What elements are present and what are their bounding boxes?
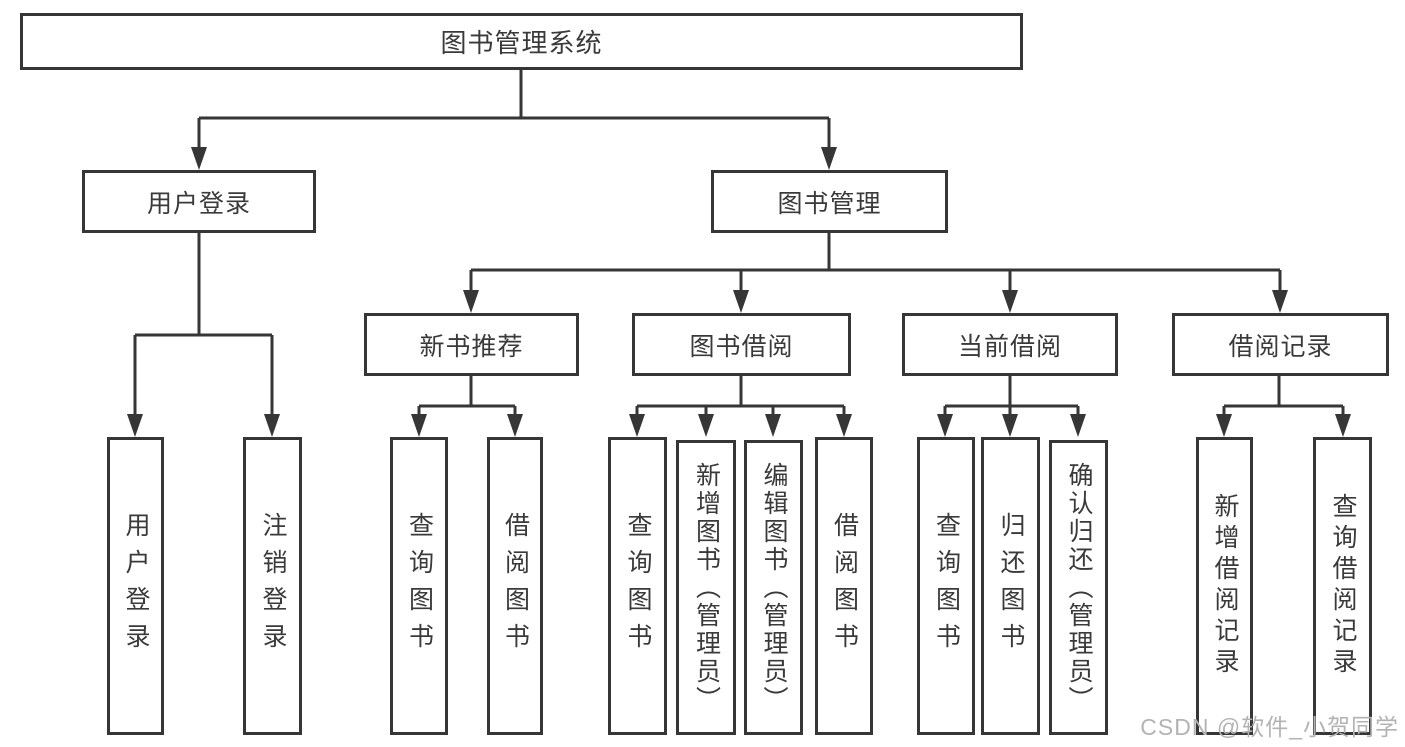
arrowheads	[127, 147, 1351, 437]
leaf-query-books-recommend: 查询图书	[390, 437, 448, 735]
leaf-query-books-borrowing: 查询图书	[608, 437, 667, 735]
leaf-confirm-return-admin: 确认归还（管理员）	[1049, 440, 1108, 735]
node-current-borrowing: 当前借阅	[902, 313, 1118, 376]
node-book-borrowing: 图书借阅	[632, 313, 851, 376]
node-book-management: 图书管理	[711, 170, 948, 233]
leaf-logout: 注销登录	[243, 437, 302, 735]
csdn-watermark: CSDN @软件_小贺同学	[1140, 714, 1399, 740]
node-borrowing-records: 借阅记录	[1172, 313, 1389, 376]
leaf-add-books-admin: 新增图书（管理员）	[676, 440, 736, 735]
leaf-query-borrow-record: 查询借阅记录	[1313, 437, 1372, 735]
leaf-user-login: 用户登录	[107, 437, 164, 735]
leaf-add-borrow-record: 新增借阅记录	[1196, 437, 1253, 735]
node-user-login: 用户登录	[82, 170, 316, 233]
leaf-borrow-books-recommend: 借阅图书	[487, 437, 543, 735]
leaf-edit-books-admin: 编辑图书（管理员）	[744, 440, 803, 735]
leaf-return-books: 归还图书	[981, 437, 1040, 735]
leaf-borrow-books: 借阅图书	[815, 437, 873, 735]
node-library-management-system: 图书管理系统	[20, 13, 1023, 70]
leaf-query-books-current: 查询图书	[917, 437, 975, 735]
node-new-book-recommend: 新书推荐	[364, 313, 579, 376]
